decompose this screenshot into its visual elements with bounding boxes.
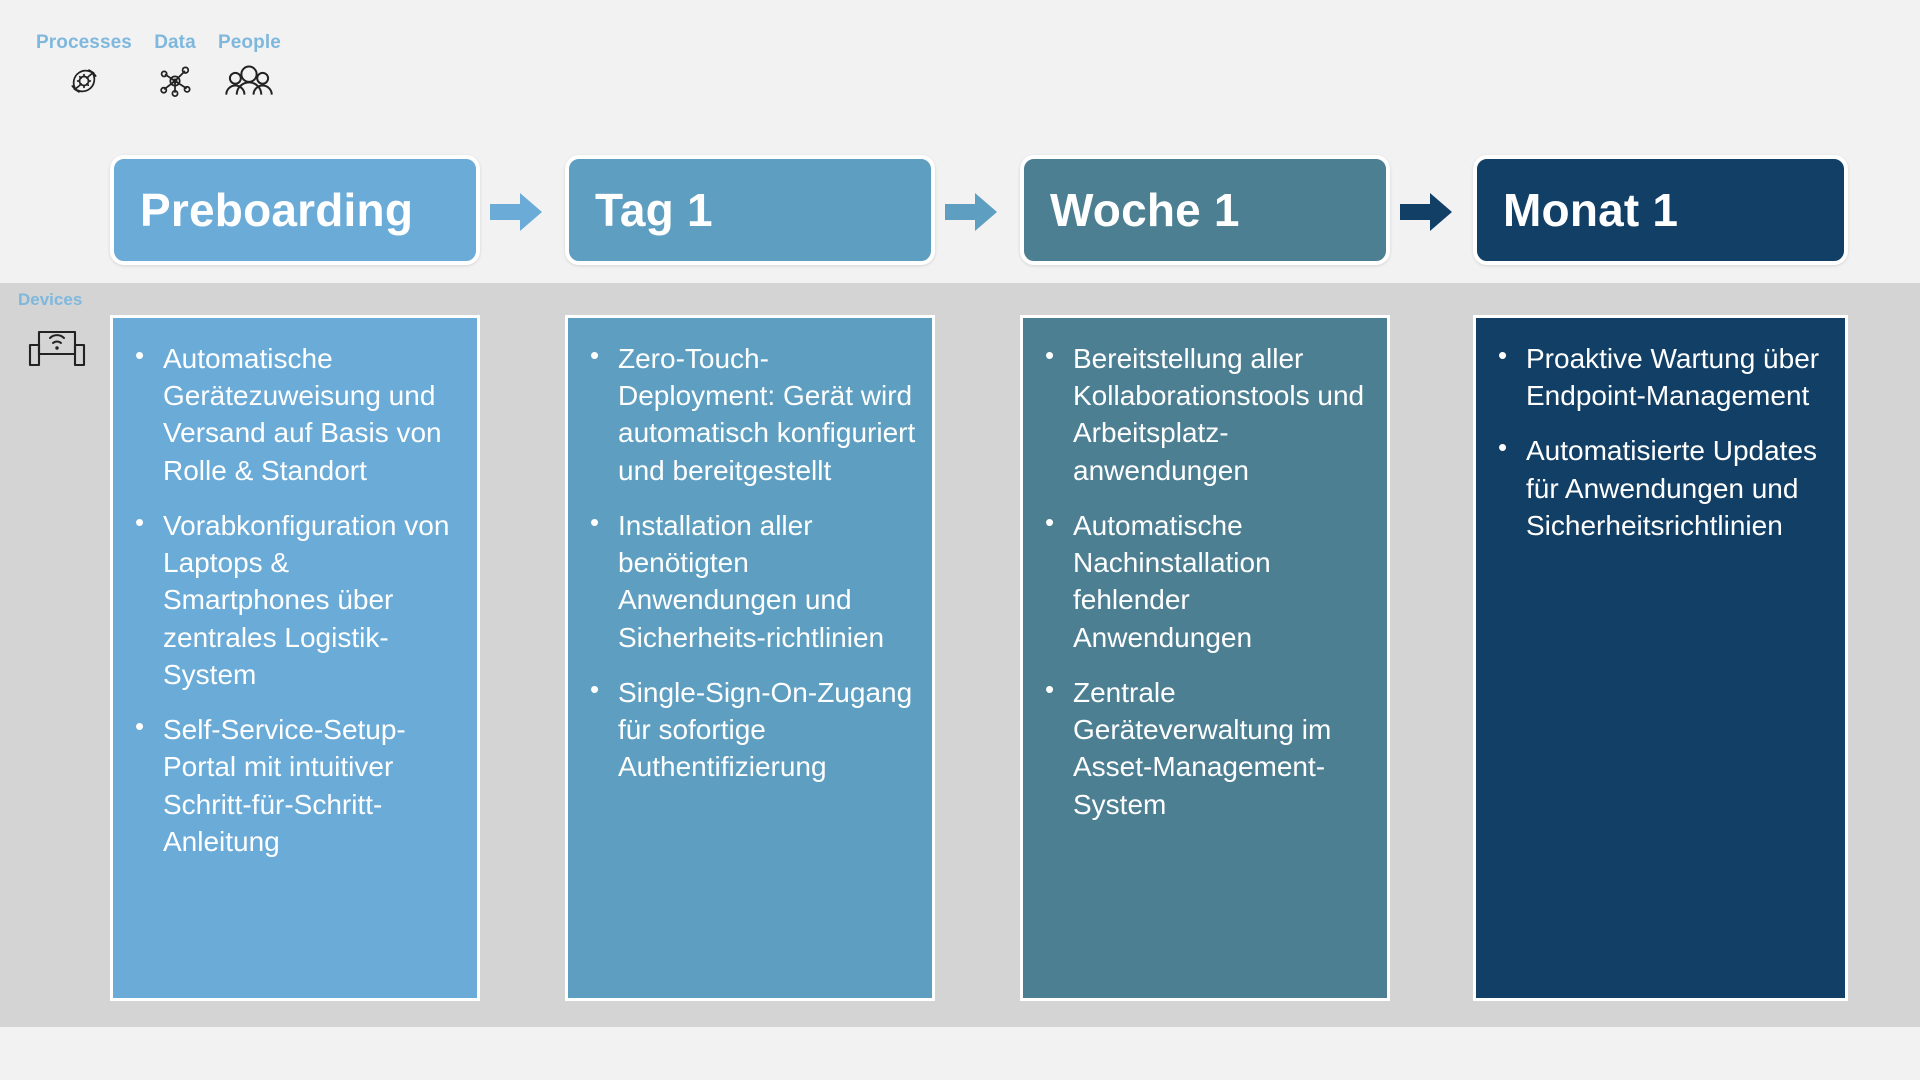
content-card-monat1: Proaktive Wartung über Endpoint-Manageme… <box>1473 315 1848 1001</box>
bullet-list-tag1: Zero-Touch-Deployment: Gerät wird automa… <box>568 318 932 786</box>
bullet-list-preboarding: Automatische Gerätezuweisung und Versand… <box>113 318 477 860</box>
data-network-nodes-icon <box>146 60 204 102</box>
people-group-icon <box>220 60 278 102</box>
stage-box-preboarding[interactable]: Preboarding <box>110 155 480 265</box>
stage-box-woche1[interactable]: Woche 1 <box>1020 155 1390 265</box>
content-card-woche1: Bereitstellung aller Kollaborationstools… <box>1020 315 1390 1001</box>
legend-label-people: People <box>217 32 281 53</box>
list-item: Automatische Gerätezuweisung und Versand… <box>133 338 463 489</box>
list-item: Zero-Touch-Deployment: Gerät wird automa… <box>588 338 918 489</box>
process-cycle-gear-icon <box>55 60 113 102</box>
arrow-woche1-to-monat1 <box>1400 193 1452 231</box>
legend-item-processes[interactable]: Processes <box>36 32 132 102</box>
legend-item-people[interactable]: People <box>218 32 281 102</box>
stage-box-tag1[interactable]: Tag 1 <box>565 155 935 265</box>
legend-label-processes: Processes <box>36 32 132 53</box>
list-item: Vorabkonfiguration von Laptops & Smartph… <box>133 505 463 693</box>
stage-label-monat1: Monat 1 <box>1503 184 1679 236</box>
list-item: Bereitstellung aller Kollaborationstools… <box>1043 338 1373 489</box>
legend-label-data: Data <box>154 32 196 53</box>
row-label-devices: Devices <box>18 290 83 309</box>
stage-box-monat1[interactable]: Monat 1 <box>1473 155 1848 265</box>
stage-label-woche1: Woche 1 <box>1050 184 1240 236</box>
bullet-list-monat1: Proaktive Wartung über Endpoint-Manageme… <box>1476 318 1845 544</box>
arrow-preboarding-to-tag1 <box>490 193 542 231</box>
arrow-tag1-to-woche1 <box>945 193 997 231</box>
bullet-list-woche1: Bereitstellung aller Kollaborationstools… <box>1023 318 1387 823</box>
list-item: Automatische Nachinstallation fehlender … <box>1043 505 1373 656</box>
stage-header-row: Preboarding Tag 1 Woche 1 Monat 1 <box>0 155 1920 265</box>
stage-label-tag1: Tag 1 <box>595 184 713 236</box>
category-legend: Processes Data <box>36 32 295 102</box>
background-band-bottom <box>0 1027 1920 1080</box>
content-card-tag1: Zero-Touch-Deployment: Gerät wird automa… <box>565 315 935 1001</box>
list-item: Single-Sign-On-Zugang für sofortige Auth… <box>588 672 918 786</box>
legend-item-data[interactable]: Data <box>146 32 204 102</box>
list-item: Installation aller benötigten Anwendunge… <box>588 505 918 656</box>
list-item: Self-Service-Setup-Portal mit intuitiver… <box>133 709 463 860</box>
list-item: Automatisierte Updates für Anwendungen u… <box>1496 430 1831 544</box>
stage-label-preboarding: Preboarding <box>140 184 414 236</box>
list-item: Proaktive Wartung über Endpoint-Manageme… <box>1496 338 1831 414</box>
content-card-preboarding: Automatische Gerätezuweisung und Versand… <box>110 315 480 1001</box>
list-item: Zentrale Geräteverwaltung im Asset-Manag… <box>1043 672 1373 823</box>
devices-wifi-monitor-icon <box>26 318 88 368</box>
